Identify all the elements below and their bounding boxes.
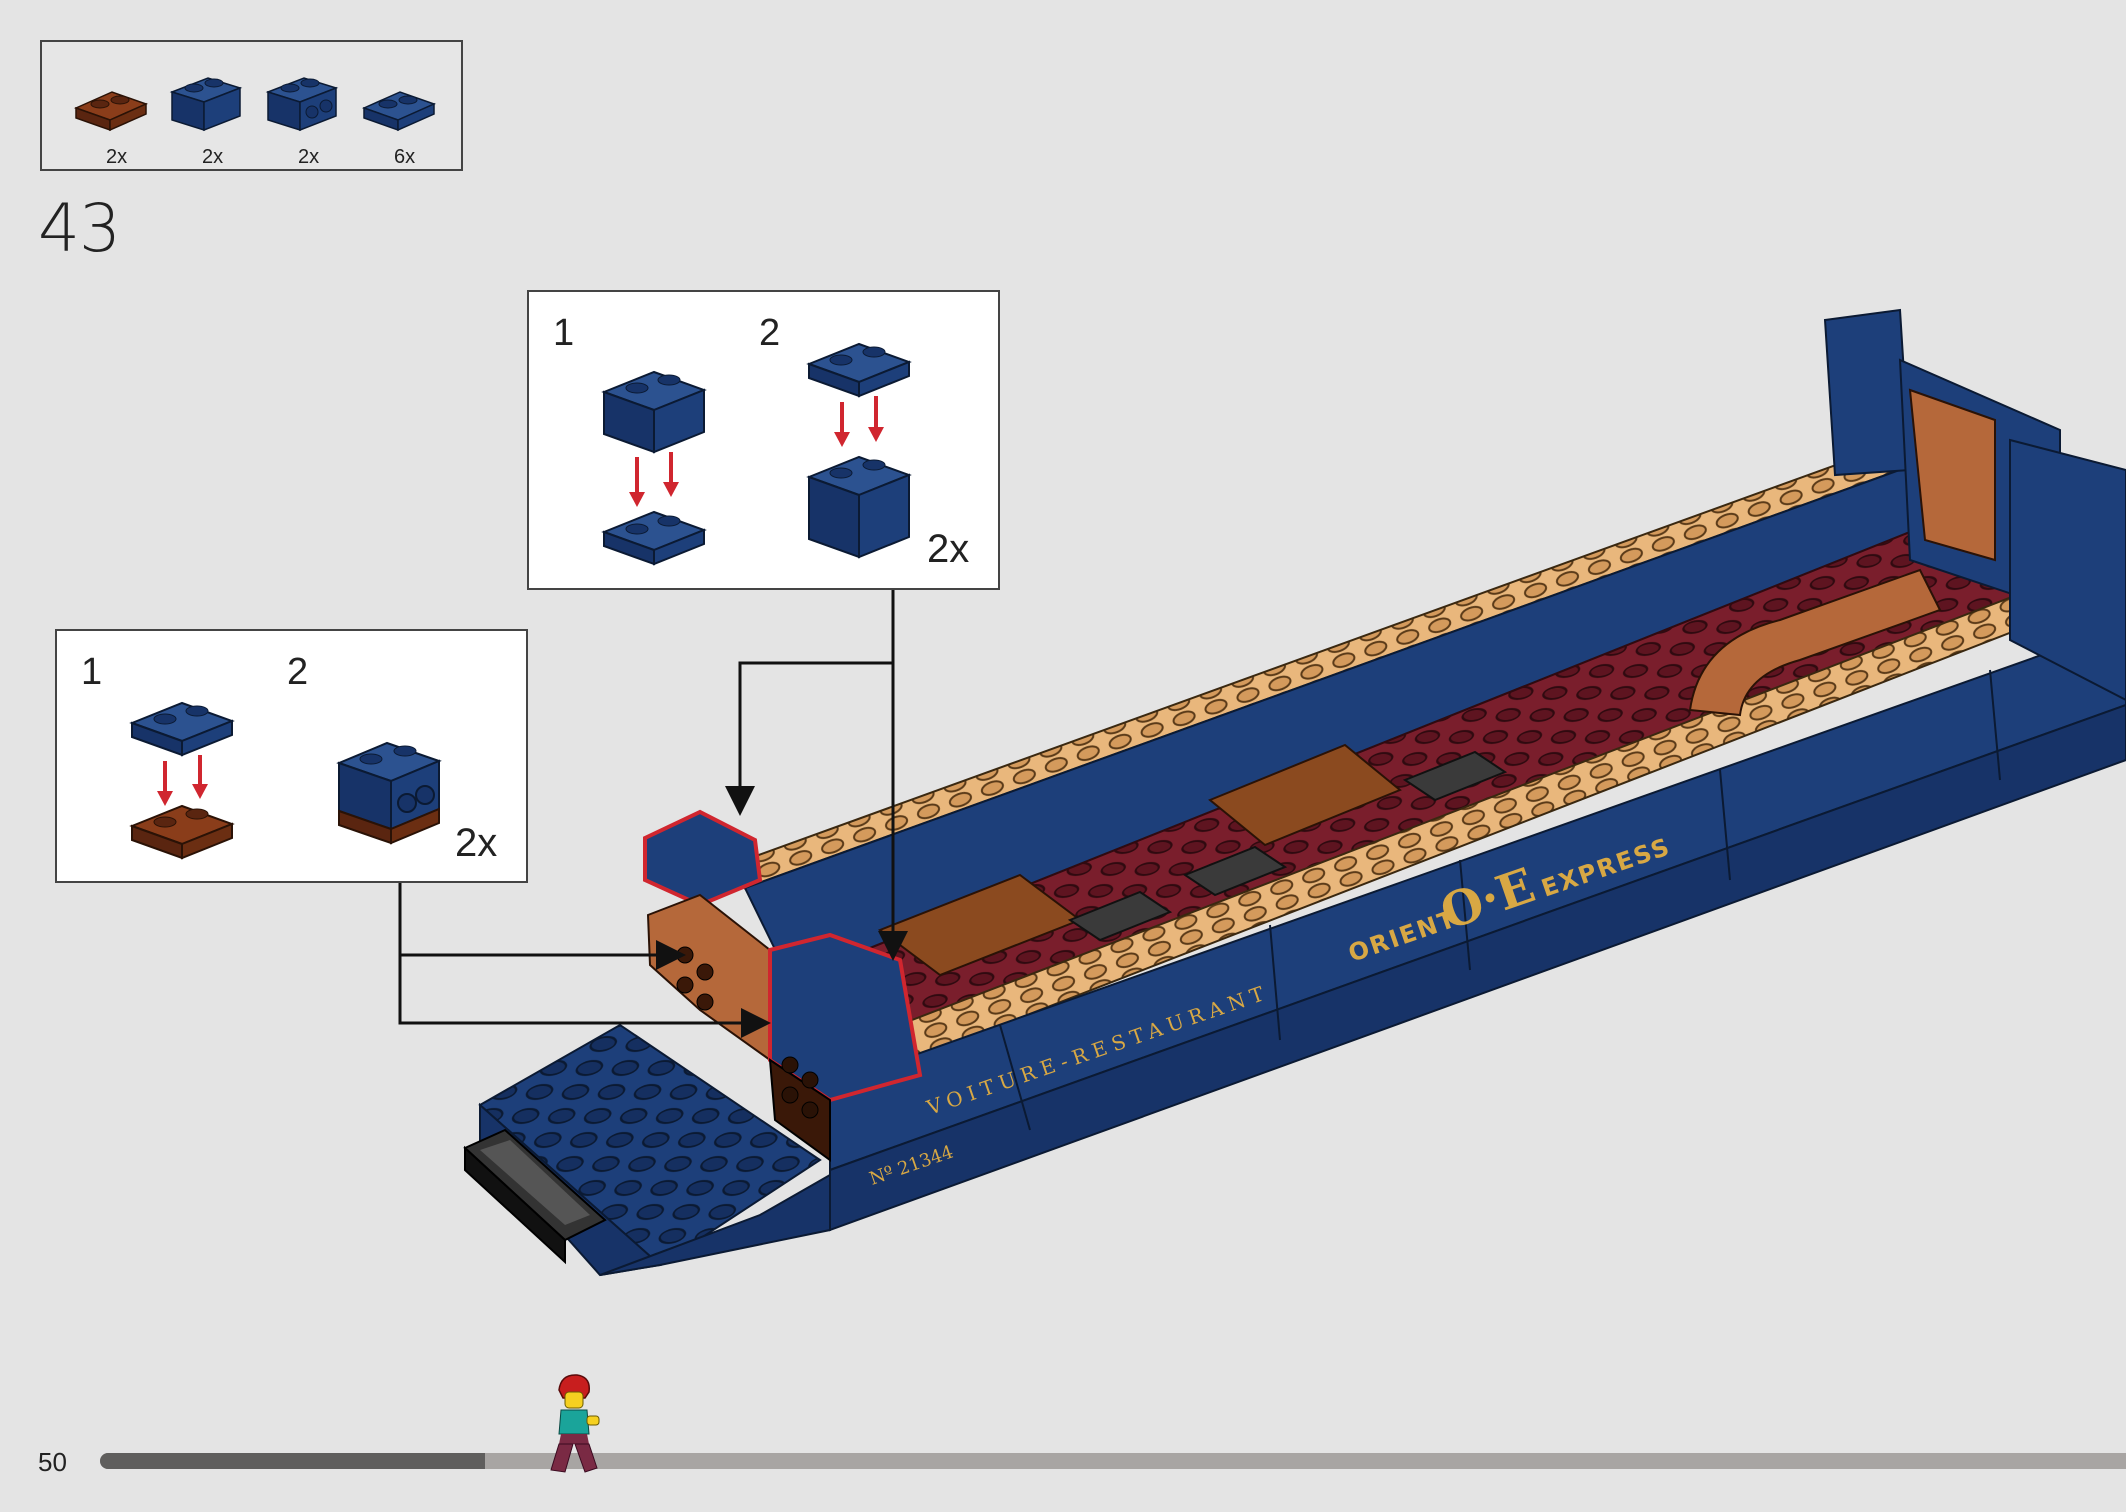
substep-multiplier: 2x bbox=[455, 821, 498, 865]
substep-2-label: 2 bbox=[287, 651, 309, 693]
part-quantity: 6x bbox=[394, 146, 416, 168]
parts-list: 2x 2x 2x 6x bbox=[40, 40, 463, 171]
substep-1-label: 1 bbox=[553, 312, 575, 354]
substep-1-label: 1 bbox=[81, 651, 103, 693]
progress-bar bbox=[100, 1453, 2126, 1469]
page-number: 50 bbox=[38, 1447, 67, 1477]
part-blue-brick-side-studs: 2x bbox=[264, 60, 344, 168]
part-quantity: 2x bbox=[106, 146, 128, 168]
progress-bar-fill bbox=[100, 1453, 485, 1469]
blue-brick-side-studs-icon bbox=[265, 77, 339, 132]
brown-plate-icon bbox=[73, 91, 149, 132]
substeps-drawing bbox=[129, 701, 442, 860]
part-brown-plate: 2x bbox=[72, 60, 152, 168]
car-body bbox=[463, 308, 2126, 1277]
substep-multiplier: 2x bbox=[927, 527, 970, 571]
callout-arrows bbox=[398, 588, 908, 1038]
substep-2-label: 2 bbox=[759, 312, 781, 354]
substeps-drawing bbox=[601, 342, 912, 566]
part-blue-plate: 6x bbox=[360, 60, 440, 168]
minifigure-progress-marker-icon bbox=[550, 1374, 600, 1473]
part-quantity: 2x bbox=[202, 146, 224, 168]
step-number: 43 bbox=[38, 190, 121, 267]
part-blue-brick: 2x bbox=[168, 60, 248, 168]
blue-plate-icon bbox=[361, 91, 437, 132]
part-quantity: 2x bbox=[298, 146, 320, 168]
sub-assembly-callout-lower: 1 2 2x bbox=[55, 629, 528, 883]
blue-brick-icon bbox=[169, 77, 243, 132]
new-bricks-highlight bbox=[643, 809, 923, 1162]
sub-assembly-callout-upper: 1 2 2x bbox=[527, 290, 1000, 590]
